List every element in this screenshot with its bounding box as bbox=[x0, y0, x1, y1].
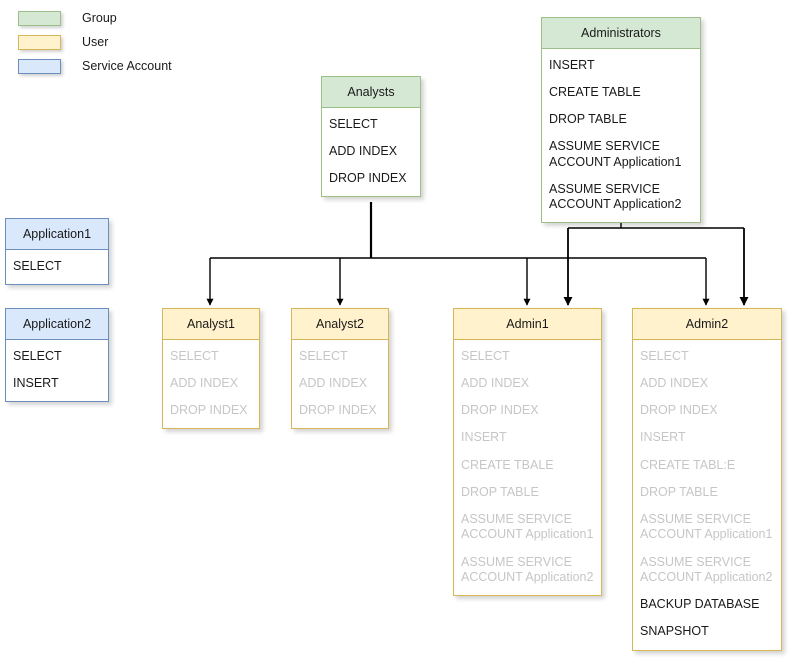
permission-item: ASSUME SERVICE ACCOUNT Application1 bbox=[549, 139, 682, 169]
permission-item: DROP INDEX bbox=[461, 403, 539, 417]
permission-item: ADD INDEX bbox=[461, 375, 530, 390]
legend-item-group: Group bbox=[18, 6, 172, 30]
permission-item: DROP INDEX bbox=[640, 403, 718, 417]
legend-label-service-account: Service Account bbox=[82, 59, 172, 73]
permission-item: BACKUP DATABASE bbox=[640, 597, 760, 611]
legend: Group User Service Account bbox=[18, 6, 172, 78]
node-admin1-permissions: SELECT ADD INDEX DROP INDEX INSERT CREATE TB… bbox=[453, 339, 602, 596]
permission-item: ASSUME SERVICE ACCOUNT Application1 bbox=[461, 512, 594, 542]
node-admin1[interactable]: Admin1 SELECT ADD INDEX DROP INDEX INSERT CR… bbox=[453, 308, 602, 596]
permission-item: ASSUME SERVICE ACCOUNT Application2 bbox=[640, 554, 773, 584]
permission-item: DROP INDEX bbox=[329, 171, 407, 185]
permission-item: SELECT bbox=[170, 348, 219, 363]
node-administrators-permissions: INSERT CREATE TABLE DROP TABLE ASSUME SERVI… bbox=[541, 48, 701, 224]
legend-label-group: Group bbox=[82, 11, 117, 25]
node-application1-permissions: SELECT bbox=[5, 249, 109, 285]
legend-swatch-service-account-icon bbox=[18, 58, 61, 74]
permission-item: ASSUME SERVICE ACCOUNT Application1 bbox=[640, 512, 773, 542]
permission-item: DROP INDEX bbox=[299, 403, 377, 417]
permission-item: CREATE TABL:E bbox=[640, 457, 736, 472]
node-admin2-title: Admin2 bbox=[632, 308, 782, 340]
node-administrators[interactable]: Administrators INSERT CREATE TABLE DROP TA… bbox=[541, 17, 701, 224]
permission-item: SELECT bbox=[640, 348, 689, 363]
legend-swatch-user-icon bbox=[18, 34, 61, 50]
node-analyst1[interactable]: Analyst1 SELECT ADD INDEX DROP INDEX bbox=[162, 308, 260, 430]
node-analyst2-title: Analyst2 bbox=[291, 308, 389, 340]
node-admin2-permissions: SELECT ADD INDEX DROP INDEX INSERT CREATE TA… bbox=[632, 339, 782, 651]
node-application2-permissions: SELECT INSERT bbox=[5, 339, 109, 402]
permission-item: DROP TABLE bbox=[549, 112, 627, 126]
permission-item: CREATE TABLE bbox=[549, 84, 641, 99]
node-analysts-title: Analysts bbox=[321, 76, 421, 108]
permission-item: DROP INDEX bbox=[170, 403, 248, 417]
permission-item: INSERT bbox=[461, 430, 507, 445]
permission-item: ASSUME SERVICE ACCOUNT Application2 bbox=[549, 181, 682, 211]
permission-item: ADD INDEX bbox=[329, 143, 398, 158]
node-admin1-title: Admin1 bbox=[453, 308, 602, 340]
legend-item-user: User bbox=[18, 30, 172, 54]
permission-item: SELECT bbox=[461, 348, 510, 363]
node-analyst1-title: Analyst1 bbox=[162, 308, 260, 340]
node-application1[interactable]: Application1 SELECT bbox=[5, 218, 109, 285]
node-admin2[interactable]: Admin2 SELECT ADD INDEX DROP INDEX INSERT CR… bbox=[632, 308, 782, 651]
legend-swatch-group-icon bbox=[18, 10, 61, 26]
node-analyst2[interactable]: Analyst2 SELECT ADD INDEX DROP INDEX bbox=[291, 308, 389, 430]
permission-item: DROP TABLE bbox=[640, 484, 718, 499]
node-application1-title: Application1 bbox=[5, 218, 109, 250]
permission-item: SELECT bbox=[13, 348, 62, 363]
permission-item: INSERT bbox=[13, 375, 59, 390]
node-analyst1-permissions: SELECT ADD INDEX DROP INDEX bbox=[162, 339, 260, 430]
permission-item: SELECT bbox=[13, 258, 62, 273]
permission-item: CREATE TBALE bbox=[461, 457, 554, 472]
permission-item: SELECT bbox=[299, 348, 348, 363]
permission-item: INSERT bbox=[640, 430, 686, 445]
node-analysts-permissions: SELECT ADD INDEX DROP INDEX bbox=[321, 107, 421, 198]
permission-item: SNAPSHOT bbox=[640, 624, 709, 639]
permission-item: SELECT bbox=[329, 116, 378, 131]
node-administrators-title: Administrators bbox=[541, 17, 701, 49]
node-application2[interactable]: Application2 SELECT INSERT bbox=[5, 308, 109, 402]
node-analyst2-permissions: SELECT ADD INDEX DROP INDEX bbox=[291, 339, 389, 430]
permission-item: ADD INDEX bbox=[170, 375, 239, 390]
permission-item: ADD INDEX bbox=[640, 375, 709, 390]
permission-item: INSERT bbox=[549, 57, 595, 72]
permission-item: DROP TABLE bbox=[461, 484, 539, 499]
permission-item: ASSUME SERVICE ACCOUNT Application2 bbox=[461, 554, 594, 584]
legend-item-service-account: Service Account bbox=[18, 54, 172, 78]
node-application2-title: Application2 bbox=[5, 308, 109, 340]
permission-item: ADD INDEX bbox=[299, 375, 368, 390]
legend-label-user: User bbox=[82, 35, 109, 49]
node-analysts[interactable]: Analysts SELECT ADD INDEX DROP INDEX bbox=[321, 76, 421, 198]
